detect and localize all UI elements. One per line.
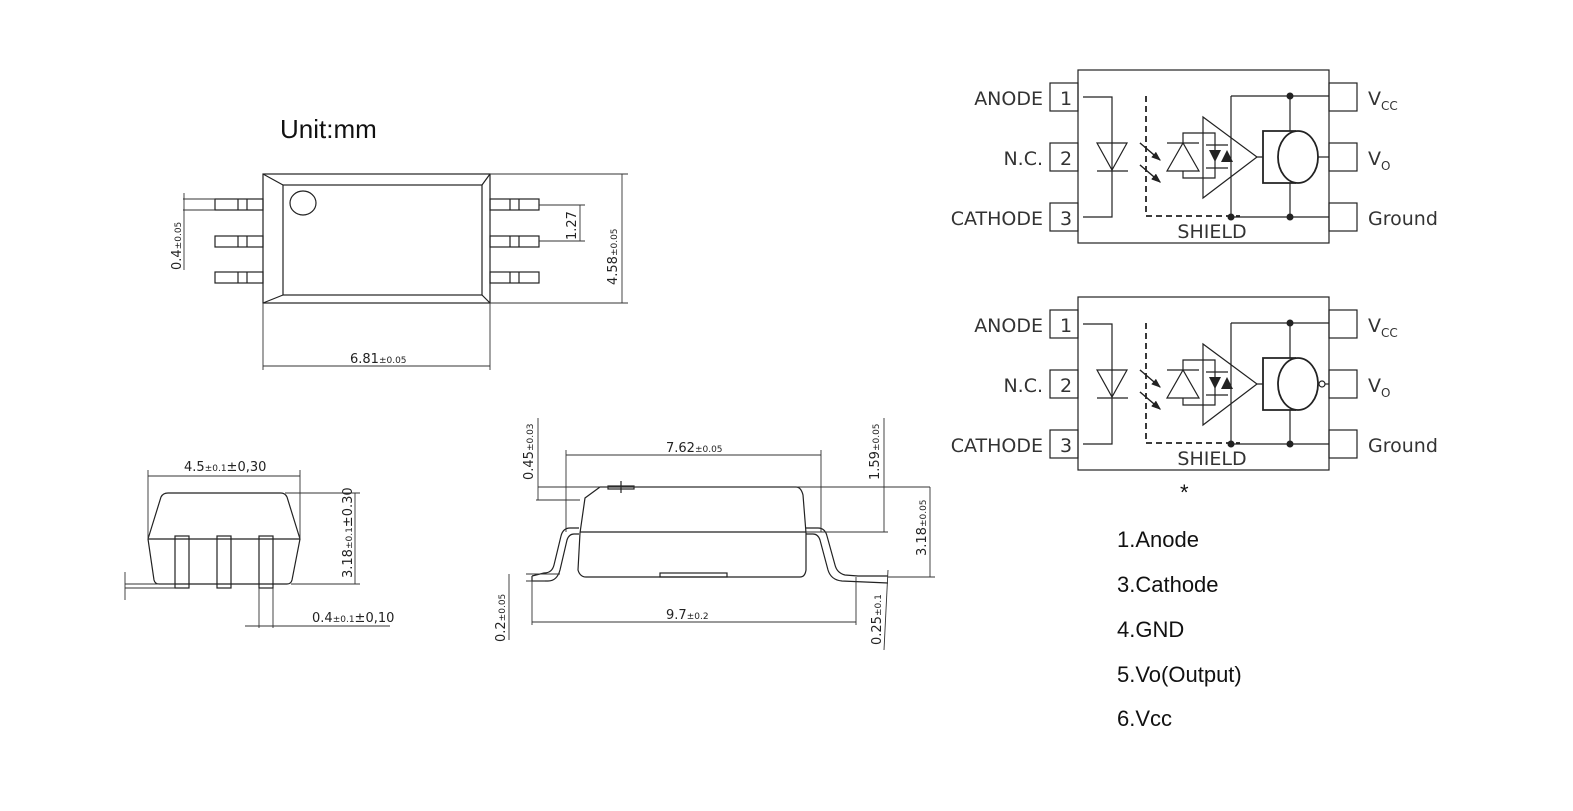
pin-box	[1328, 142, 1358, 172]
pin-number: 2	[1060, 148, 1072, 170]
pin-label: CATHODE	[951, 208, 1043, 230]
top-view: 0.4±0.05 1.27 4.58±0.05 6.81±0.05	[170, 173, 628, 370]
pin-box	[1328, 82, 1358, 112]
pin1-marker	[289, 190, 317, 216]
pin-number: 3	[1060, 435, 1072, 457]
shield-label: SHIELD	[1177, 221, 1246, 243]
dim-body-width: 4.58±0.05	[606, 228, 621, 285]
dim-end-width: 4.5±0.1±0,30	[184, 460, 266, 475]
pin-box	[1328, 202, 1358, 232]
pin-label: N.C.	[1003, 148, 1043, 170]
asterisk-note: *	[1180, 480, 1189, 505]
shield-line	[1145, 96, 1240, 217]
led-icon	[1095, 369, 1129, 399]
dim-row-spacing: 7.62±0.05	[666, 441, 723, 456]
pin-label: Ground	[1368, 208, 1438, 230]
pin-label: N.C.	[1003, 375, 1043, 397]
pin-box	[1328, 429, 1358, 459]
dim-foot: 0.25±0.1	[870, 594, 885, 645]
pin-box	[1049, 82, 1079, 112]
pin-list-item: 1.Anode	[1117, 527, 1199, 552]
pin-box	[1049, 309, 1079, 339]
photodiode-icon	[1165, 359, 1216, 406]
pin-list-item: 3.Cathode	[1117, 572, 1219, 597]
pin-box	[1049, 429, 1079, 459]
pin-list-item: 6.Vcc	[1117, 706, 1172, 731]
dim-pitch: 1.27	[565, 211, 580, 240]
amplifier-icon	[1202, 342, 1259, 427]
output-gate-icon	[1277, 357, 1319, 411]
pin-label: VO	[1368, 148, 1390, 173]
led-icon	[1095, 142, 1129, 172]
amplifier-icon	[1202, 115, 1259, 200]
pin-label: Ground	[1368, 435, 1438, 457]
output-gate-icon	[1277, 130, 1319, 184]
pin-box	[1049, 142, 1079, 172]
pin-list-item: 4.GND	[1117, 617, 1184, 642]
pin-box	[1328, 369, 1358, 399]
pin-label: VCC	[1368, 88, 1398, 113]
pin-box	[1049, 369, 1079, 399]
pin-box	[1328, 309, 1358, 339]
end-view: 4.5±0.1±0,30 3.18±0.1±0.30 0.4±0.1±0,10	[124, 460, 394, 628]
pin-number: 1	[1060, 315, 1072, 337]
dim-lead-width: 0.4±0.05	[170, 222, 185, 270]
dim-upper-height: 1.59±0.05	[868, 423, 883, 480]
pin-label: ANODE	[974, 88, 1043, 110]
dim-total-height: 3.18±0.05	[915, 499, 930, 556]
pin-label: VCC	[1368, 315, 1398, 340]
inverter-bubble-icon	[1318, 380, 1326, 388]
pin-number: 3	[1060, 208, 1072, 230]
pin-list: 1.Anode 3.Cathode 4.GND 5.Vo(Output) 6.V…	[1117, 527, 1242, 731]
dim-end-height: 3.18±0.1±0.30	[341, 487, 356, 578]
pin-number: 1	[1060, 88, 1072, 110]
pin-label: CATHODE	[951, 435, 1043, 457]
shield-line	[1145, 323, 1240, 444]
shield-label: SHIELD	[1177, 448, 1246, 470]
dim-lead-thickness: 0.2±0.05	[494, 594, 509, 642]
dim-span: 9.7±0.2	[666, 608, 709, 623]
pin-label: VO	[1368, 375, 1390, 400]
schematic-open-collector: SHIELD 1 ANODE VCC 2 N.C. VO 3 CATHODE G…	[951, 296, 1438, 471]
dim-end-lead: 0.4±0.1±0,10	[312, 611, 394, 626]
pin-number: 2	[1060, 375, 1072, 397]
pin-box	[1049, 202, 1079, 232]
dim-standoff: 0.45±0.03	[522, 423, 537, 480]
pin-list-item: 5.Vo(Output)	[1117, 662, 1242, 687]
dim-body-length: 6.81±0.05	[350, 352, 407, 367]
pin-label: ANODE	[974, 315, 1043, 337]
schematic-totem-pole: SHIELD 1 ANODE VCC 2 N.C. VO 3 CATHODE G…	[951, 69, 1438, 244]
side-view: 0.45±0.03 7.62±0.05 1.59±0.05 3.18±0.05 …	[494, 418, 935, 651]
unit-label: Unit:mm	[280, 114, 377, 144]
photodiode-icon	[1165, 132, 1216, 179]
